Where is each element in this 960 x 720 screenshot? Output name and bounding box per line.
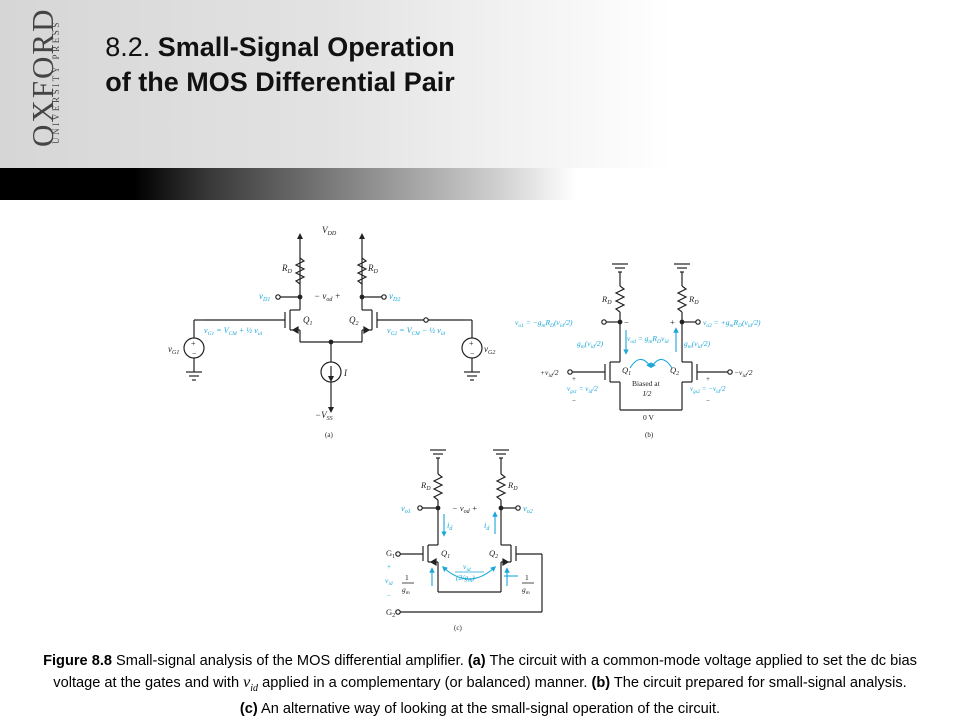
- svg-text:− vod +: − vod +: [314, 291, 341, 303]
- header-band: [0, 168, 960, 200]
- svg-text:0 V: 0 V: [643, 413, 654, 422]
- svg-text:vo1: vo1: [401, 503, 411, 515]
- svg-text:RD: RD: [507, 480, 518, 492]
- svg-text:id: id: [447, 520, 453, 532]
- svg-text:−: −: [624, 317, 629, 327]
- svg-text:−: −: [387, 592, 391, 600]
- caption-part-b: (b): [591, 675, 611, 691]
- svg-text:vo1 = −gmRD(vid/2): vo1 = −gmRD(vid/2): [515, 318, 573, 329]
- caption-part-a: (a): [467, 653, 486, 669]
- figure-caption: Figure 8.8 Small-signal analysis of the …: [30, 651, 930, 720]
- title-text: Small-Signal Operation of the MOS Differ…: [105, 32, 455, 97]
- svg-text:vG2 = VCM − ½ vid: vG2 = VCM − ½ vid: [387, 326, 445, 337]
- svg-text:+: +: [670, 317, 675, 327]
- svg-text:Q2: Q2: [349, 315, 359, 327]
- caption-text-1: Small-signal analysis of the MOS differe…: [112, 653, 468, 669]
- svg-text:G1: G1: [386, 548, 395, 560]
- svg-text:vgs1 = vid/2: vgs1 = vid/2: [567, 385, 598, 395]
- caption-part-c: (c): [239, 701, 258, 718]
- svg-text:−vid/2: −vid/2: [734, 368, 753, 379]
- figure-b-labels: RD RD vo1 = −gmRD(vid/2) vo2 = +gmRD(vid…: [515, 294, 761, 439]
- caption-vid: vid: [243, 674, 259, 695]
- svg-text:RD: RD: [281, 263, 293, 275]
- svg-text:gm(vid/2): gm(vid/2): [577, 339, 604, 350]
- svg-text:−VSS: −VSS: [315, 410, 333, 422]
- caption-text-3: applied in a complementary (or balanced)…: [258, 675, 592, 691]
- svg-text:+: +: [572, 375, 576, 383]
- svg-text:vgs2 = −vid/2: vgs2 = −vid/2: [690, 385, 726, 395]
- svg-text:RD: RD: [688, 294, 699, 306]
- svg-text:vG1: vG1: [168, 344, 179, 356]
- svg-text:+: +: [706, 375, 710, 383]
- svg-text:vod = gmRDvid: vod = gmRDvid: [627, 334, 669, 345]
- svg-text:+: +: [191, 339, 196, 348]
- svg-text:− vod +: − vod +: [452, 503, 478, 515]
- svg-text:Q1: Q1: [441, 548, 450, 560]
- svg-text:−: −: [572, 397, 576, 405]
- svg-text:RD: RD: [420, 480, 431, 492]
- figure-a: [183, 233, 483, 413]
- svg-text:gm(vid/2): gm(vid/2): [684, 339, 711, 350]
- svg-text:vo2 = +gmRD(vid/2): vo2 = +gmRD(vid/2): [703, 318, 761, 329]
- svg-text:1: 1: [405, 573, 409, 582]
- svg-text:−: −: [470, 349, 475, 358]
- svg-text:RD: RD: [601, 294, 612, 306]
- svg-text:gm: gm: [522, 585, 530, 596]
- svg-text:−: −: [706, 397, 710, 405]
- caption-text-2: The circuit with a common-mode voltage a…: [53, 653, 917, 691]
- svg-text:id: id: [484, 520, 490, 532]
- svg-text:VDD: VDD: [322, 225, 337, 237]
- svg-text:(a): (a): [325, 431, 333, 439]
- svg-text:gm: gm: [402, 585, 410, 596]
- figure-c-labels: RD RD vo1 vo2 − vod + id id G1 G2 Q1 Q2 …: [385, 480, 534, 632]
- svg-text:Q1: Q1: [303, 315, 313, 327]
- resistor-rd-left: [294, 257, 306, 285]
- svg-text:Biased at: Biased at: [632, 379, 661, 388]
- caption-text-5: An alternative way of looking at the sma…: [257, 701, 721, 718]
- svg-text:+vid/2: +vid/2: [540, 368, 559, 379]
- figure-a-labels: VDD RD RD vD1 vD2 − vod + Q1 Q2 vG1 = VC…: [168, 225, 495, 439]
- svg-text:Q1: Q1: [622, 365, 631, 377]
- svg-text:1: 1: [525, 573, 529, 582]
- caption-figure-number: Figure 8.8: [43, 653, 112, 669]
- figure-c: [395, 449, 543, 615]
- svg-text:−: −: [192, 349, 197, 358]
- svg-text:vo2: vo2: [523, 503, 533, 515]
- svg-text:vid: vid: [385, 576, 393, 587]
- svg-text:vG2: vG2: [484, 344, 495, 356]
- resistor-rd-right: [356, 257, 368, 285]
- svg-text:+: +: [387, 563, 391, 571]
- title-number: 8.2.: [105, 32, 151, 62]
- svg-text:vG1 = VCM + ½ vid: vG1 = VCM + ½ vid: [204, 326, 262, 337]
- svg-text:vD1: vD1: [259, 291, 270, 303]
- slide-title: 8.2. Small-Signal Operation of the MOS D…: [95, 30, 465, 100]
- figure-b: [567, 263, 733, 411]
- svg-text:vid: vid: [463, 562, 471, 573]
- svg-text:RD: RD: [367, 263, 379, 275]
- svg-text:(b): (b): [645, 431, 654, 439]
- svg-text:(2/gm): (2/gm): [456, 573, 475, 584]
- svg-text:G2: G2: [386, 607, 395, 619]
- svg-text:I/2: I/2: [642, 389, 652, 398]
- svg-text:+: +: [469, 339, 474, 348]
- caption-text-4: The circuit prepared for small-signal an…: [610, 675, 907, 691]
- svg-text:Q2: Q2: [670, 365, 679, 377]
- figure-c-cyan: [429, 511, 518, 586]
- figure-b-cyan: [623, 327, 679, 369]
- svg-text:I: I: [343, 368, 348, 378]
- svg-text:vD2: vD2: [389, 291, 400, 303]
- svg-text:Q2: Q2: [489, 548, 498, 560]
- slide-header: [0, 0, 960, 200]
- svg-text:(c): (c): [454, 624, 462, 632]
